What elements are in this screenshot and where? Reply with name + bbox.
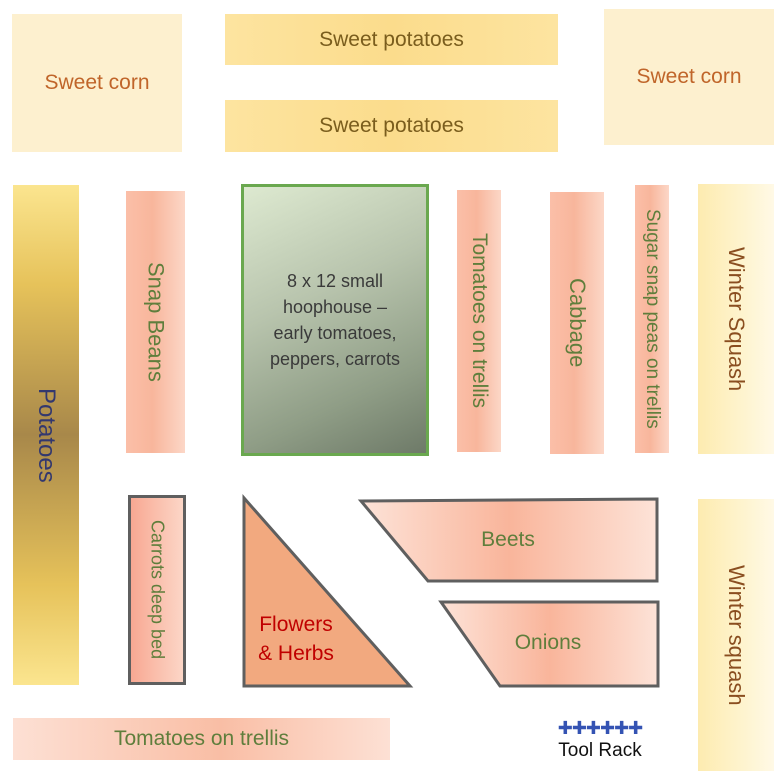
bed-label: Winter Squash xyxy=(724,246,749,392)
bed-snap-beans: Snap Beans xyxy=(126,191,185,453)
bed-carrots-deep-bed: Carrots deep bed xyxy=(128,495,186,685)
bed-onions xyxy=(438,600,660,688)
bed-label: Tomatoes on trellis xyxy=(468,233,491,409)
bed-label: Tomatoes on trellis xyxy=(113,727,290,750)
bed-label: Carrots deep bed xyxy=(147,520,168,660)
bed-sweet-corn-right: Sweet corn xyxy=(604,9,774,145)
bed-label: Winter squash xyxy=(724,564,749,706)
bed-label: Snap Beans xyxy=(143,262,169,382)
bed-sweet-potatoes-bottom: Sweet potatoes xyxy=(225,100,558,152)
bed-tomatoes-on-trellis-vertical: Tomatoes on trellis xyxy=(457,190,501,452)
bed-winter-squash-upper: Winter Squash xyxy=(698,184,774,454)
tool-rack-label: Tool Rack xyxy=(558,740,642,761)
flowers-herbs-label: Flowers & Herbs xyxy=(248,610,344,668)
bed-sweet-potatoes-top: Sweet potatoes xyxy=(225,14,558,65)
bed-label: Sweet corn xyxy=(636,65,742,88)
bed-flowers-herbs xyxy=(242,494,414,688)
bed-potatoes: Potatoes xyxy=(13,185,79,685)
hoophouse-line-2: hoophouse – xyxy=(282,297,388,317)
bed-label: Sweet corn xyxy=(44,71,150,94)
flowers-herbs-line-1: Flowers xyxy=(259,613,333,636)
bed-label: Sweet potatoes xyxy=(319,27,464,51)
bed-label: Potatoes xyxy=(33,387,60,483)
flowers-herbs-line-2: & Herbs xyxy=(258,642,334,665)
bed-sugar-snap-peas: Sugar snap peas on trellis xyxy=(635,185,669,453)
bed-tomatoes-on-trellis-bottom: Tomatoes on trellis xyxy=(13,718,390,760)
bed-sweet-corn-left: Sweet corn xyxy=(12,14,182,152)
tool-rack-markers: ✚✚✚✚✚✚ xyxy=(557,718,644,738)
bed-winter-squash-lower: Winter squash xyxy=(698,499,774,771)
bed-cabbage: Cabbage xyxy=(550,192,604,454)
hoophouse: 8 x 12 small hoophouse – early tomatoes,… xyxy=(241,184,429,456)
hoophouse-line-3: early tomatoes, xyxy=(273,323,397,343)
bed-label: Cabbage xyxy=(565,278,590,368)
hoophouse-line-1: 8 x 12 small xyxy=(286,271,384,291)
bed-label: Sweet potatoes xyxy=(319,114,464,137)
hoophouse-line-4: peppers, carrots xyxy=(269,349,401,369)
beets-label: Beets xyxy=(481,528,535,551)
onions-label: Onions xyxy=(514,631,582,654)
tool-rack: ✚✚✚✚✚✚ Tool Rack xyxy=(545,718,655,762)
bed-beets xyxy=(357,497,659,583)
bed-label: Sugar snap peas on trellis xyxy=(642,209,663,429)
